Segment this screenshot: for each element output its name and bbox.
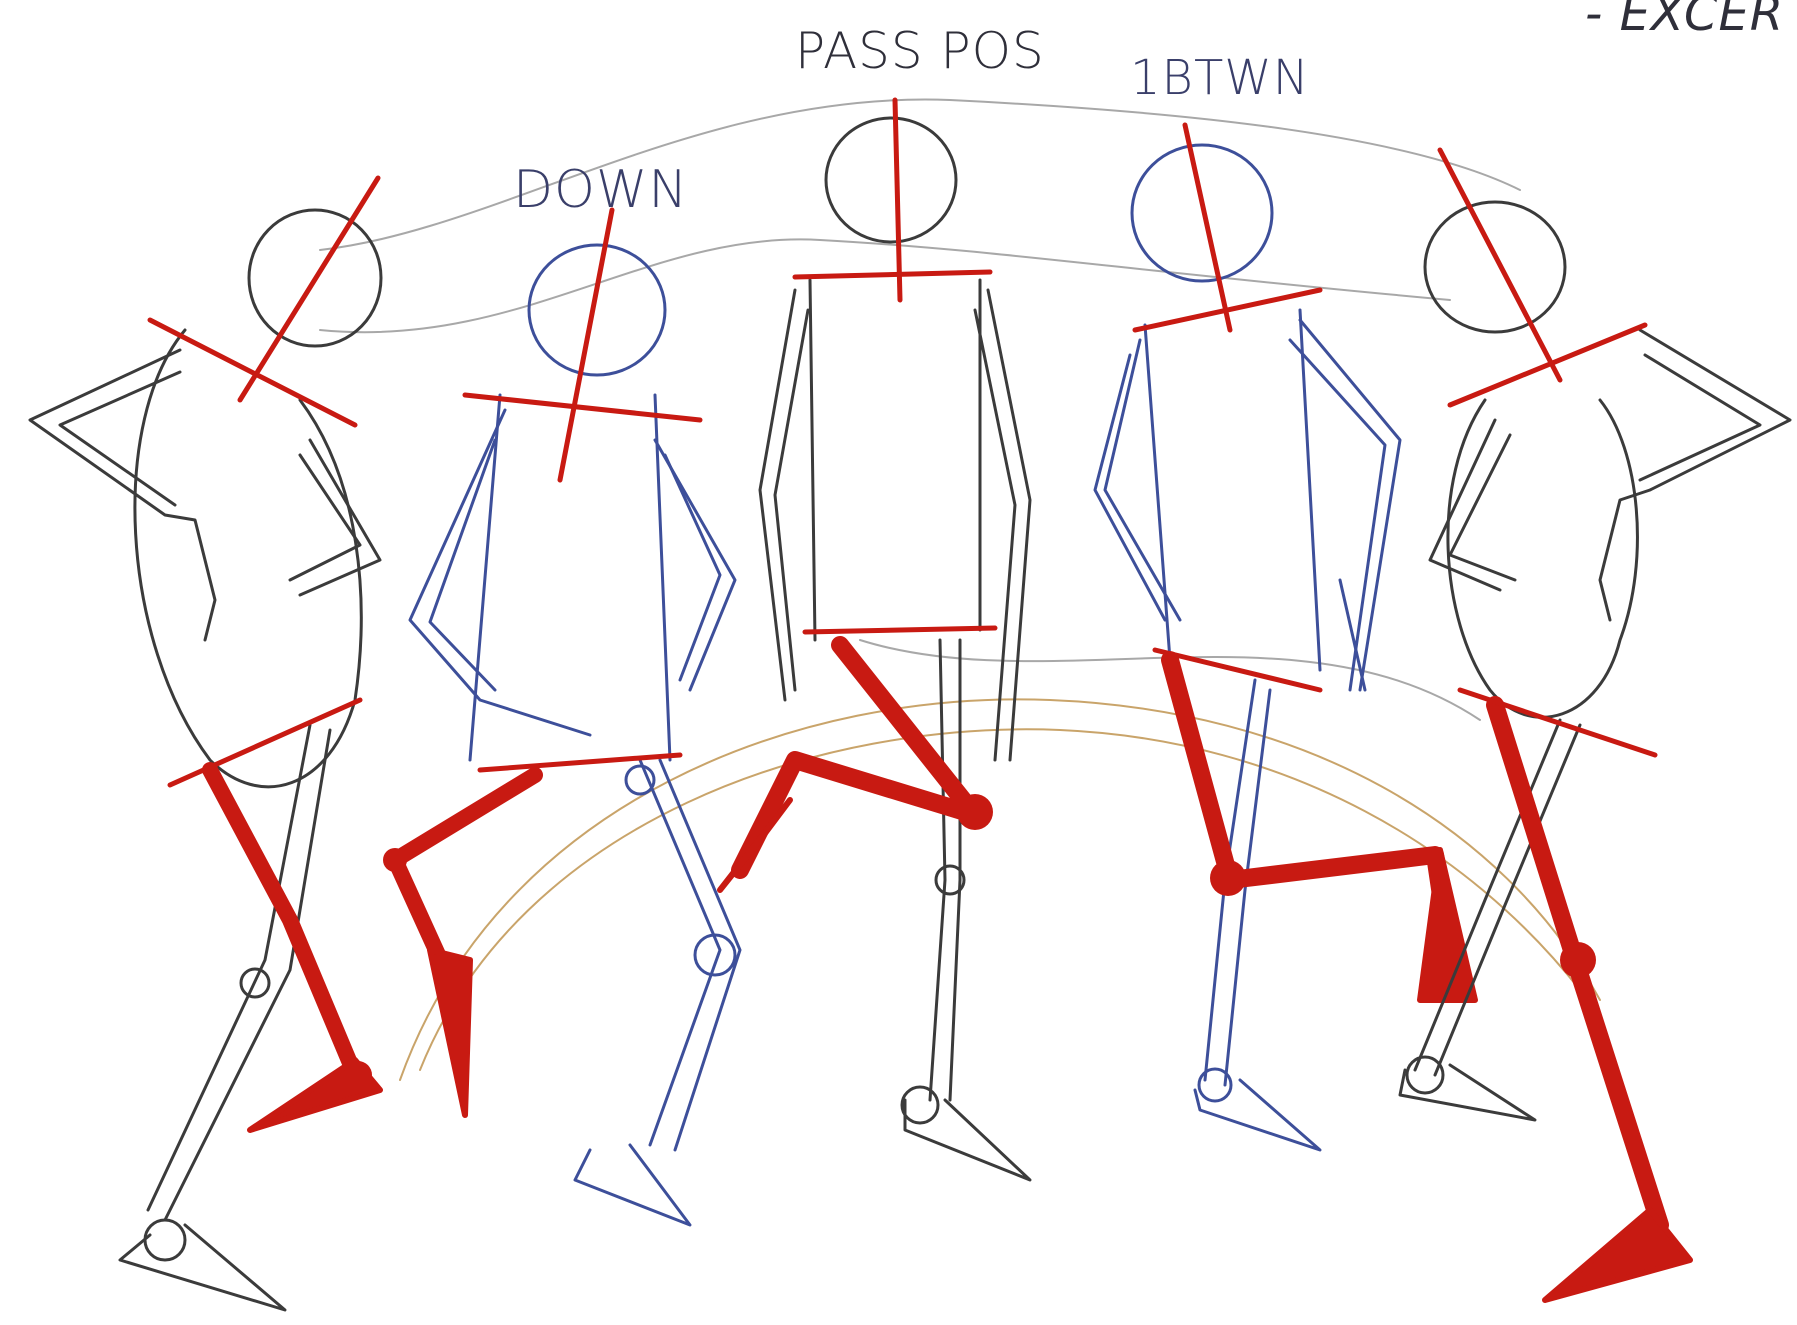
foot-arc	[400, 699, 1600, 1080]
figure-contact	[30, 178, 381, 1310]
excerpt-label: - EXCER	[1585, 0, 1784, 42]
inbetween-label: 1BTWN	[1130, 50, 1310, 106]
passing-position-label: PASS POS	[795, 22, 1045, 80]
figure-down	[383, 210, 740, 1225]
figure-inbetween	[1095, 125, 1475, 1150]
figure-passing	[720, 100, 1030, 1180]
figure-contact-2	[1400, 150, 1790, 1300]
down-label: DOWN	[513, 160, 688, 220]
